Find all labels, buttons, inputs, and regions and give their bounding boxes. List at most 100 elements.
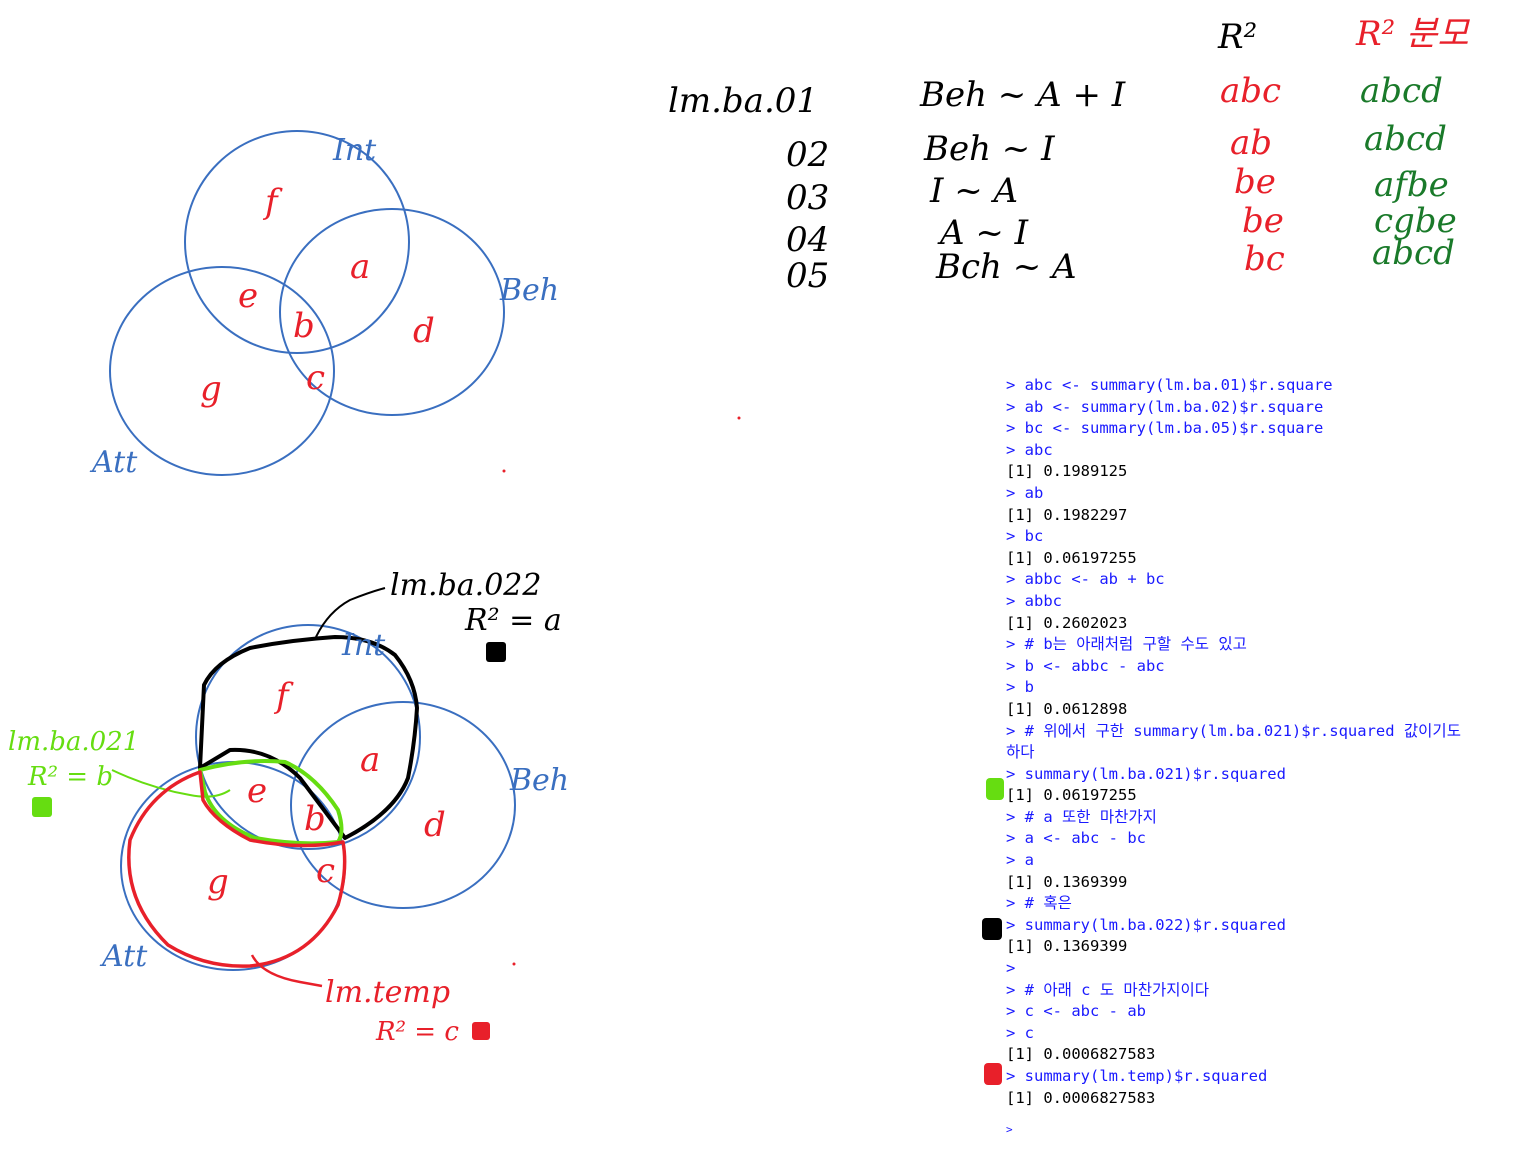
region-g-bottom: g bbox=[207, 862, 229, 902]
model-denom-04: cgbe bbox=[1374, 201, 1457, 241]
model-formula-05: Bch ~ A bbox=[935, 247, 1077, 287]
region-b: b bbox=[293, 306, 315, 346]
model-formula-03: I ~ A bbox=[929, 171, 1018, 211]
console-input-line: > summary(lm.ba.022)$r.squared bbox=[1006, 915, 1286, 934]
lm-temp-outline bbox=[127, 770, 347, 968]
region-d-bottom: d bbox=[424, 805, 446, 845]
console-input-line: > b <- abbc - abc bbox=[1006, 656, 1165, 675]
beh-circle bbox=[279, 208, 505, 416]
console-input-line: > # a 또한 마찬가지 bbox=[1006, 807, 1157, 826]
model-name-04: 04 bbox=[786, 220, 829, 260]
region-a-bottom: a bbox=[360, 740, 380, 780]
black-console-marker-icon bbox=[982, 918, 1002, 940]
console-input-line: > bbox=[1006, 1123, 1013, 1137]
region-g: g bbox=[200, 369, 222, 409]
console-input-line: > summary(lm.temp)$r.squared bbox=[1006, 1067, 1268, 1085]
green-marker-icon bbox=[32, 797, 52, 817]
console-input-line: > # 혹은 bbox=[1006, 894, 1072, 913]
console-output-line: [1] 0.0612898 bbox=[1006, 699, 1128, 718]
model-denom-03: afbe bbox=[1374, 165, 1449, 205]
console-input-line: > ab bbox=[1006, 483, 1044, 502]
lm-temp-pointer bbox=[250, 954, 323, 988]
lm-temp-label: lm.temp bbox=[325, 975, 450, 1010]
beh-circle-bottom bbox=[290, 701, 516, 909]
lm-ba-021-pointer bbox=[111, 769, 231, 798]
console-output-line: [1] 0.1989125 bbox=[1006, 462, 1128, 481]
console-input-line: > bc <- summary(lm.ba.05)$r.square bbox=[1006, 419, 1324, 438]
console-output-line: [1] 0.06197255 bbox=[1006, 548, 1137, 567]
r2-header: R² bbox=[1217, 17, 1257, 57]
model-r2-03: be bbox=[1234, 162, 1276, 202]
console-input-line: > # 아래 c 도 마찬가지이다 bbox=[1006, 980, 1209, 999]
region-f-bottom: f bbox=[273, 676, 294, 716]
lm-temp-r2: R² = c bbox=[375, 1017, 459, 1047]
r-console-transcript: > abc <- summary(lm.ba.01)$r.square> ab … bbox=[1006, 375, 1506, 1141]
console-input-line: > abc bbox=[1006, 440, 1053, 459]
console-input-line: > # 위에서 구한 summary(lm.ba.021)$r.squared … bbox=[1006, 721, 1461, 762]
r2-denominator-header: R² 분모 bbox=[1355, 14, 1470, 54]
model-name-02: 02 bbox=[786, 135, 829, 175]
region-c: c bbox=[306, 358, 325, 398]
model-name-03: 03 bbox=[786, 178, 829, 218]
model-formula-01: Beh ~ A + I bbox=[919, 75, 1126, 115]
model-denom-02: abcd bbox=[1364, 119, 1447, 159]
console-input-line: > bc bbox=[1006, 527, 1044, 546]
console-input-line: > abc <- summary(lm.ba.01)$r.square bbox=[1006, 376, 1333, 394]
lm-ba-021-r2: R² = b bbox=[27, 762, 113, 792]
console-input-line: > summary(lm.ba.021)$r.squared bbox=[1006, 764, 1286, 783]
model-r2-05: bc bbox=[1244, 239, 1285, 279]
red-marker-icon bbox=[472, 1022, 490, 1040]
lm-ba-022-pointer bbox=[315, 587, 386, 638]
int-label-bottom: Int bbox=[341, 628, 386, 663]
model-name-05: 05 bbox=[786, 256, 829, 296]
att-label-bottom: Att bbox=[99, 939, 148, 974]
venn-diagram-bottom bbox=[120, 624, 516, 971]
int-label: Int bbox=[332, 133, 377, 168]
model-formula-04: A ~ I bbox=[937, 213, 1029, 253]
lm-ba-021-label: lm.ba.021 bbox=[8, 727, 139, 757]
console-input-line: > a bbox=[1006, 851, 1034, 870]
console-output-line: [1] 0.1369399 bbox=[1006, 937, 1128, 956]
console-output-line: [1] 0.06197255 bbox=[1006, 786, 1137, 805]
model-denom-05: abcd bbox=[1372, 233, 1455, 273]
console-input-line: > c bbox=[1006, 1023, 1034, 1042]
console-output-line: [1] 0.0006827583 bbox=[1006, 1045, 1156, 1064]
lm-ba-022-outline bbox=[198, 635, 419, 840]
lm-ba-021-outline bbox=[198, 759, 344, 846]
stray-dots bbox=[502, 416, 741, 966]
region-f: f bbox=[262, 182, 283, 222]
region-b-bottom: b bbox=[304, 799, 326, 839]
red-console-marker-icon bbox=[984, 1063, 1002, 1085]
region-c-bottom: c bbox=[316, 851, 335, 891]
green-console-marker-icon bbox=[986, 778, 1004, 800]
region-e-bottom: e bbox=[247, 771, 267, 811]
console-output-line: [1] 0.1982297 bbox=[1006, 505, 1128, 524]
att-circle bbox=[109, 266, 335, 476]
console-input-line: > # b는 아래처럼 구할 수도 있고 bbox=[1006, 635, 1247, 654]
console-input-line: > b bbox=[1006, 678, 1034, 697]
console-output-line: [1] 0.1369399 bbox=[1006, 872, 1128, 891]
console-input-line: > abbc <- ab + bc bbox=[1006, 570, 1165, 589]
console-output-line: [1] 0.0006827583 bbox=[1006, 1088, 1156, 1107]
model-r2-04: be bbox=[1242, 201, 1284, 241]
model-r2-02: ab bbox=[1230, 123, 1272, 163]
console-input-line: > c <- abc - ab bbox=[1006, 1002, 1146, 1021]
console-input-line: > a <- abc - bc bbox=[1006, 829, 1146, 848]
beh-label: Beh bbox=[499, 273, 559, 308]
console-output-line: [1] 0.2602023 bbox=[1006, 613, 1128, 632]
region-a: a bbox=[350, 247, 370, 287]
lm-ba-022-r2: R² = a bbox=[464, 603, 562, 638]
region-d: d bbox=[413, 311, 435, 351]
beh-label-bottom: Beh bbox=[509, 763, 569, 798]
model-formula-02: Beh ~ I bbox=[923, 129, 1055, 169]
venn-diagram-top bbox=[109, 130, 505, 476]
model-name-01: lm.ba.01 bbox=[668, 81, 818, 121]
console-input-line: > abbc bbox=[1006, 591, 1062, 610]
black-marker-icon bbox=[486, 642, 506, 662]
att-label: Att bbox=[89, 445, 138, 480]
lm-ba-022-label: lm.ba.022 bbox=[390, 568, 541, 603]
model-denom-01: abcd bbox=[1360, 71, 1443, 111]
model-r2-01: abc bbox=[1220, 71, 1281, 111]
int-circle bbox=[184, 130, 410, 354]
